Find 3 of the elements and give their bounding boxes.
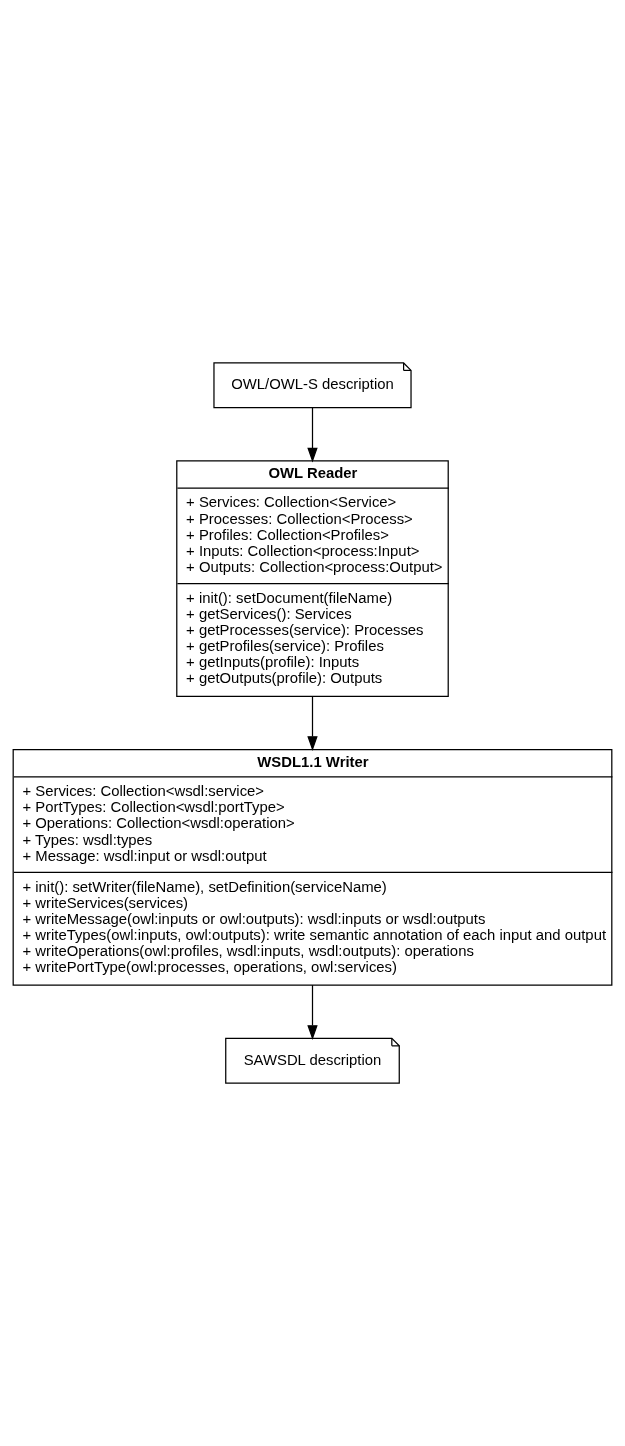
arrow [307, 407, 318, 463]
arrow [307, 984, 318, 1041]
arrow [307, 696, 318, 752]
